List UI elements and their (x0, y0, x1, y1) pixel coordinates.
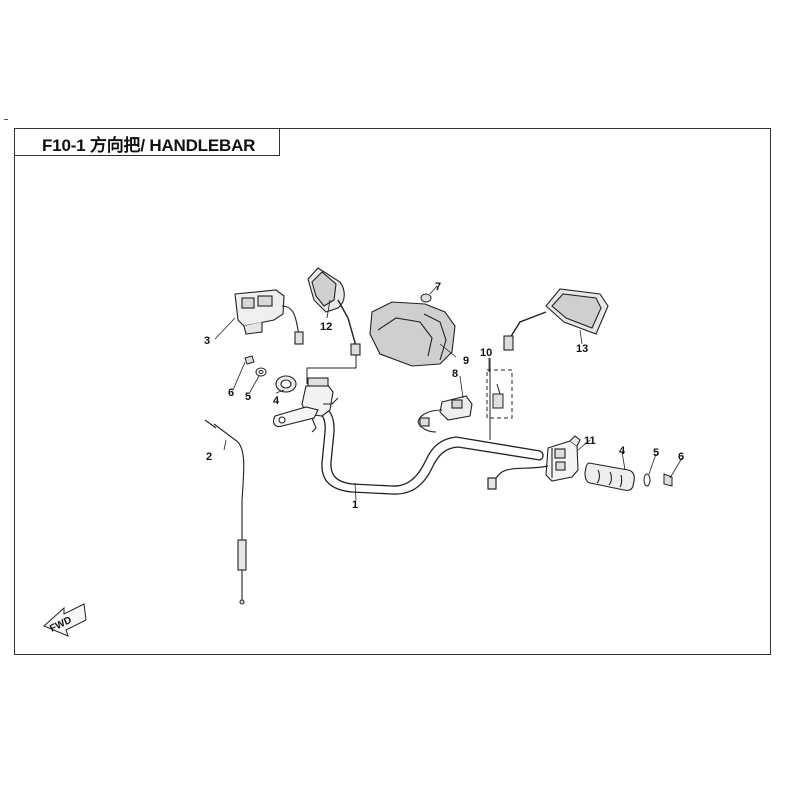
right-switch-housing (545, 435, 581, 482)
left-mirror (307, 267, 361, 356)
page-title: F10-1 方向把/ HANDLEBAR (42, 136, 256, 155)
callout-12: 12 (320, 321, 332, 333)
callout-6-right: 6 (678, 451, 684, 463)
callout-13: 13 (576, 343, 588, 355)
callout-5-left: 5 (245, 391, 251, 403)
left-washer (255, 367, 267, 377)
callout-7: 7 (435, 281, 441, 293)
forward-direction-arrow: FWD (43, 603, 87, 637)
right-mirror (503, 288, 609, 351)
title-box: F10-1 方向把/ HANDLEBAR (14, 128, 280, 156)
callout-5-right: 5 (653, 447, 659, 459)
callout-1: 1 (352, 499, 358, 511)
registration-mark (4, 119, 8, 120)
leader-lines (214, 285, 683, 501)
callout-4-left: 4 (273, 395, 280, 407)
left-switch-assembly (234, 289, 304, 345)
callout-3: 3 (204, 335, 210, 347)
diagram-frame (14, 128, 771, 655)
callouts: 1 2 3 4 4 5 5 6 6 7 8 9 10 11 12 13 (204, 281, 684, 511)
plug-grommet (420, 293, 432, 303)
left-mirror-wire (306, 354, 357, 384)
callout-4-right: 4 (619, 445, 626, 457)
callout-9: 9 (463, 355, 469, 367)
left-grip (275, 375, 297, 393)
left-bar-end-bolt (244, 355, 255, 365)
callout-8: 8 (452, 368, 458, 380)
callout-2: 2 (206, 451, 212, 463)
right-grip (584, 462, 635, 491)
right-switch-wire (487, 465, 549, 490)
handlebar-cover (369, 301, 456, 367)
right-washer (643, 473, 651, 487)
callout-6-left: 6 (228, 387, 234, 399)
callout-10: 10 (480, 347, 492, 359)
center-switch (417, 395, 473, 433)
connector-detail (486, 358, 513, 440)
control-cable (204, 419, 247, 605)
right-bar-end-bolt (663, 473, 673, 487)
left-brake-lever (273, 406, 319, 433)
handlebar-tube (312, 402, 544, 495)
callout-11: 11 (584, 435, 596, 447)
